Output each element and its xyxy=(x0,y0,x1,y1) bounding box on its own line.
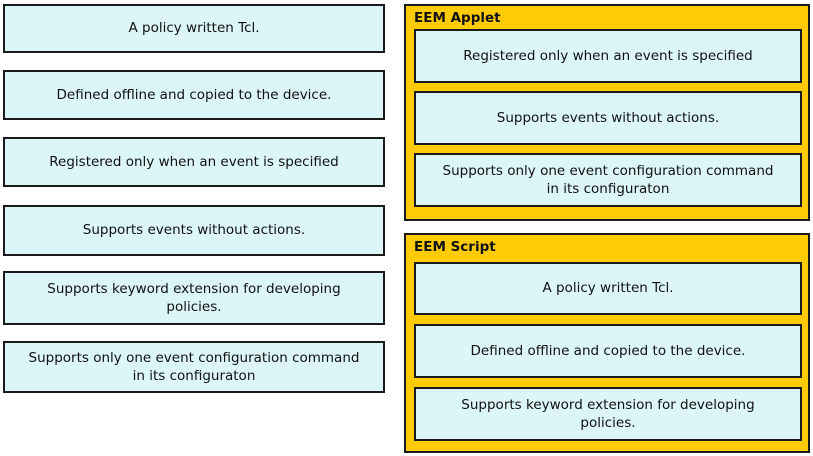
dropped-item[interactable]: Supports keyword extension for developin… xyxy=(414,387,802,441)
drag-option-events-without-actions[interactable]: Supports events without actions. xyxy=(3,205,385,256)
drag-option-keyword-extension[interactable]: Supports keyword extension for developin… xyxy=(3,271,385,325)
drag-option-policy-written-tcl[interactable]: A policy written Tcl. xyxy=(3,4,385,53)
drag-option-one-event-command[interactable]: Supports only one event configuration co… xyxy=(3,341,385,393)
dropped-item[interactable]: Defined offline and copied to the device… xyxy=(414,324,802,378)
drop-group-eem-applet[interactable]: EEM Applet Registered only when an event… xyxy=(404,4,810,221)
dropped-item[interactable]: A policy written Tcl. xyxy=(414,262,802,315)
group-title-eem-script: EEM Script xyxy=(414,239,496,255)
group-title-eem-applet: EEM Applet xyxy=(414,10,501,26)
drag-option-registered-only[interactable]: Registered only when an event is specifi… xyxy=(3,137,385,187)
drop-group-eem-script[interactable]: EEM Script A policy written Tcl. Defined… xyxy=(404,233,810,453)
drag-option-defined-offline[interactable]: Defined offline and copied to the device… xyxy=(3,70,385,120)
dropped-item[interactable]: Registered only when an event is specifi… xyxy=(414,29,802,83)
dropped-item[interactable]: Supports events without actions. xyxy=(414,91,802,145)
dropped-item[interactable]: Supports only one event configuration co… xyxy=(414,153,802,207)
